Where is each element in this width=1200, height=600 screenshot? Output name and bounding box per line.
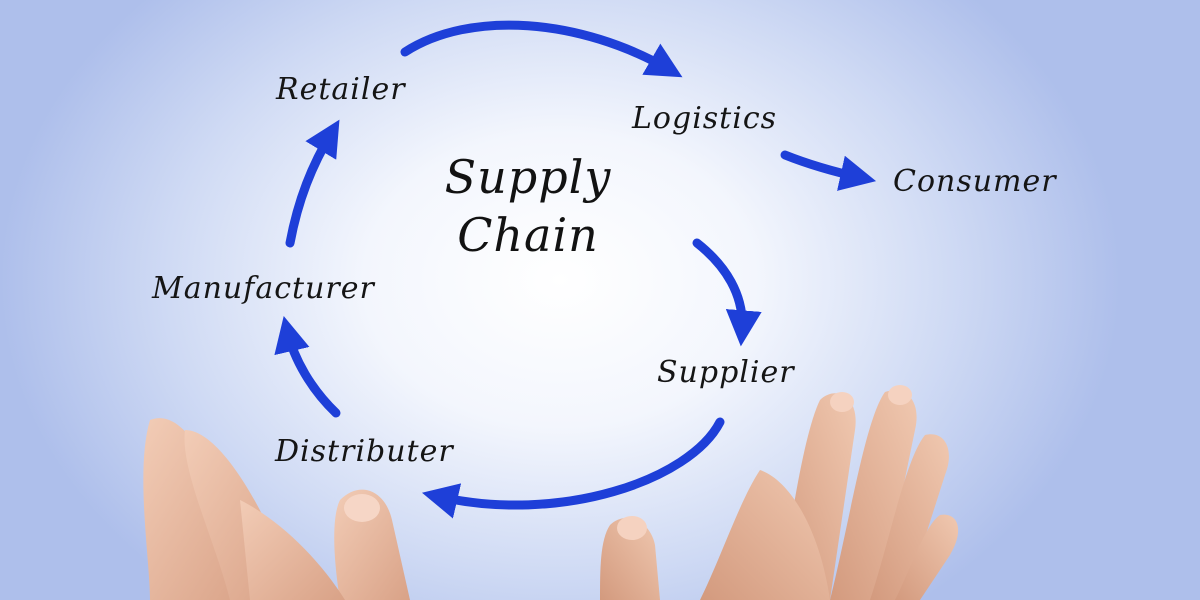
arrow-distributer-to-manufacturer	[274, 315, 341, 418]
node-logistics: Logistics	[632, 101, 778, 136]
node-distributer: Distributer	[275, 434, 454, 469]
title-line-chain: Chain	[457, 208, 599, 262]
arrow-chain-to-supplier	[692, 238, 762, 347]
diagram-title: Supply Chain	[418, 148, 638, 264]
arrow-manufacturer-to-retailer	[285, 119, 340, 248]
arrow-supplier-to-distributer	[421, 417, 725, 519]
left-hand	[143, 418, 410, 600]
title-line-supply: Supply	[444, 150, 612, 204]
right-hand	[600, 385, 959, 600]
node-manufacturer: Manufacturer	[152, 271, 375, 306]
arrow-retailer-to-logistics	[400, 20, 683, 78]
arrow-logistics-to-consumer	[780, 150, 877, 191]
node-consumer: Consumer	[893, 164, 1057, 199]
node-retailer: Retailer	[276, 72, 406, 107]
node-supplier: Supplier	[657, 355, 795, 390]
